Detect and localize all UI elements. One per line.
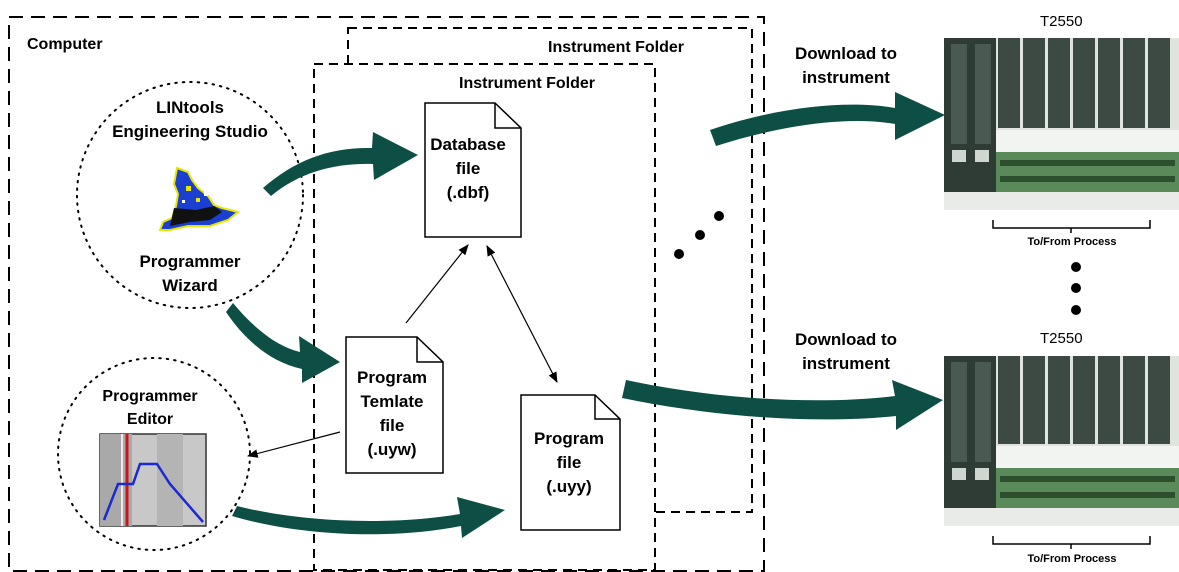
editor-to-program-arrow bbox=[232, 497, 505, 538]
template-to-editor-arrow bbox=[246, 431, 341, 458]
programmer-wizard-line2: Wizard bbox=[162, 276, 218, 295]
programmer-editor-label: Programmer Editor bbox=[70, 385, 230, 431]
program-file-doc bbox=[520, 394, 621, 531]
program-file-line2: file bbox=[556, 453, 582, 472]
instrument-top-image bbox=[944, 38, 1179, 210]
instrument-folder-front-label: Instrument Folder bbox=[459, 75, 596, 92]
program-file-line1: Program bbox=[534, 429, 604, 448]
template-file-line1: Program bbox=[357, 368, 427, 387]
program-profile-icon bbox=[99, 433, 207, 527]
instrument-bottom-model: T2550 bbox=[1040, 330, 1083, 347]
instrument-top-process-label: To/From Process bbox=[1027, 236, 1117, 248]
instrument-bottom-process-label: To/From Process bbox=[1027, 553, 1117, 565]
programmer-editor-line2: Editor bbox=[126, 411, 174, 428]
download-bottom-line1: Download to bbox=[795, 330, 897, 349]
download-top-arrow bbox=[710, 92, 945, 146]
database-file-line2: file bbox=[455, 159, 481, 178]
instrument-bottom-image bbox=[944, 356, 1179, 526]
instrument-folder-back-label: Instrument Folder bbox=[548, 39, 685, 56]
database-program-arrow bbox=[486, 245, 558, 383]
database-file-label: Database file (.dbf) bbox=[420, 133, 516, 205]
engineering-studio-circle bbox=[76, 81, 304, 309]
thick-arrows bbox=[226, 92, 945, 538]
download-bottom-arrow bbox=[622, 380, 943, 430]
download-top-line2: instrument bbox=[802, 68, 890, 87]
instrument-top-model: T2550 bbox=[1040, 13, 1083, 30]
engineering-studio-line2: Engineering Studio bbox=[112, 122, 268, 141]
programmer-wizard-label: Programmer Wizard bbox=[100, 250, 280, 298]
download-bottom-line2: instrument bbox=[802, 354, 890, 373]
download-top-line1: Download to bbox=[795, 44, 897, 63]
database-file-doc bbox=[424, 102, 522, 238]
database-file-line3: (.dbf) bbox=[446, 183, 490, 202]
template-file-line2: Temlate bbox=[360, 392, 424, 411]
download-bottom-label: Download to instrument bbox=[778, 328, 914, 376]
computer-label: Computer bbox=[27, 36, 103, 53]
process-brace-bottom bbox=[992, 536, 1151, 545]
download-top-label: Download to instrument bbox=[778, 42, 914, 90]
database-file-line1: Database bbox=[430, 135, 506, 154]
program-file-line3: (.uyy) bbox=[546, 477, 592, 496]
ellipsis-dots bbox=[674, 211, 1081, 315]
programmer-editor-line1: Programmer bbox=[102, 388, 198, 405]
wizard-to-template-arrow bbox=[226, 303, 340, 383]
engineering-studio-line1: LINtools bbox=[156, 98, 224, 117]
template-file-line4: (.uyw) bbox=[367, 440, 417, 459]
computer-boundary bbox=[8, 16, 765, 572]
template-file-doc bbox=[345, 336, 444, 474]
wizard-hat-icon bbox=[158, 166, 241, 231]
engineering-studio-label: LINtools Engineering Studio bbox=[100, 96, 280, 144]
programmer-wizard-line1: Programmer bbox=[139, 252, 241, 271]
template-file-line3: file bbox=[379, 416, 405, 435]
process-brace-top bbox=[992, 220, 1151, 229]
program-file-label: Program file (.uyy) bbox=[519, 427, 619, 499]
template-file-label: Program Temlate file (.uyw) bbox=[340, 366, 444, 462]
wizard-to-database-arrow bbox=[263, 132, 418, 196]
template-to-database-arrow bbox=[405, 244, 469, 324]
